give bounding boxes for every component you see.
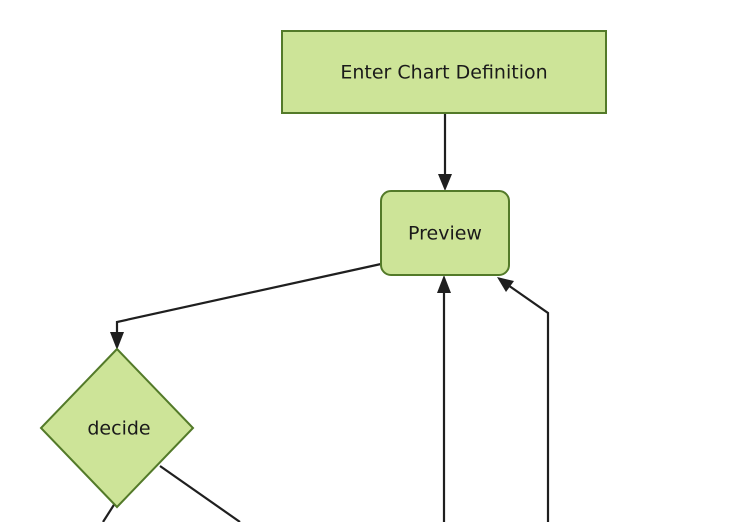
node-shape-rectangle (281, 30, 607, 114)
arrow-head-icon (497, 277, 514, 292)
node-preview[interactable]: Preview (380, 190, 510, 276)
arrow-head-icon (110, 332, 124, 350)
edge-line (504, 282, 550, 522)
edge-line (115, 262, 382, 340)
edge-preview-to-decide (110, 262, 382, 350)
node-label-decide: decide (87, 418, 150, 440)
node-shape-rounded-rectangle (380, 190, 510, 276)
node-enter-chart-definition[interactable]: Enter Chart Definition (281, 30, 607, 114)
edge-decide-out-right (159, 465, 241, 522)
node-shape-diamond (39, 347, 195, 509)
edge-return-right-to-preview (497, 277, 550, 522)
arrow-head-icon (438, 174, 452, 191)
edge-return-center-to-preview (437, 275, 451, 522)
node-label-preview: Preview (408, 223, 482, 245)
node-label-enter-chart-definition: Enter Chart Definition (340, 62, 547, 84)
edge-enter-to-preview (438, 113, 452, 191)
edge-line (159, 465, 241, 522)
node-decide[interactable]: decide (39, 347, 195, 509)
arrow-head-icon (437, 275, 451, 293)
